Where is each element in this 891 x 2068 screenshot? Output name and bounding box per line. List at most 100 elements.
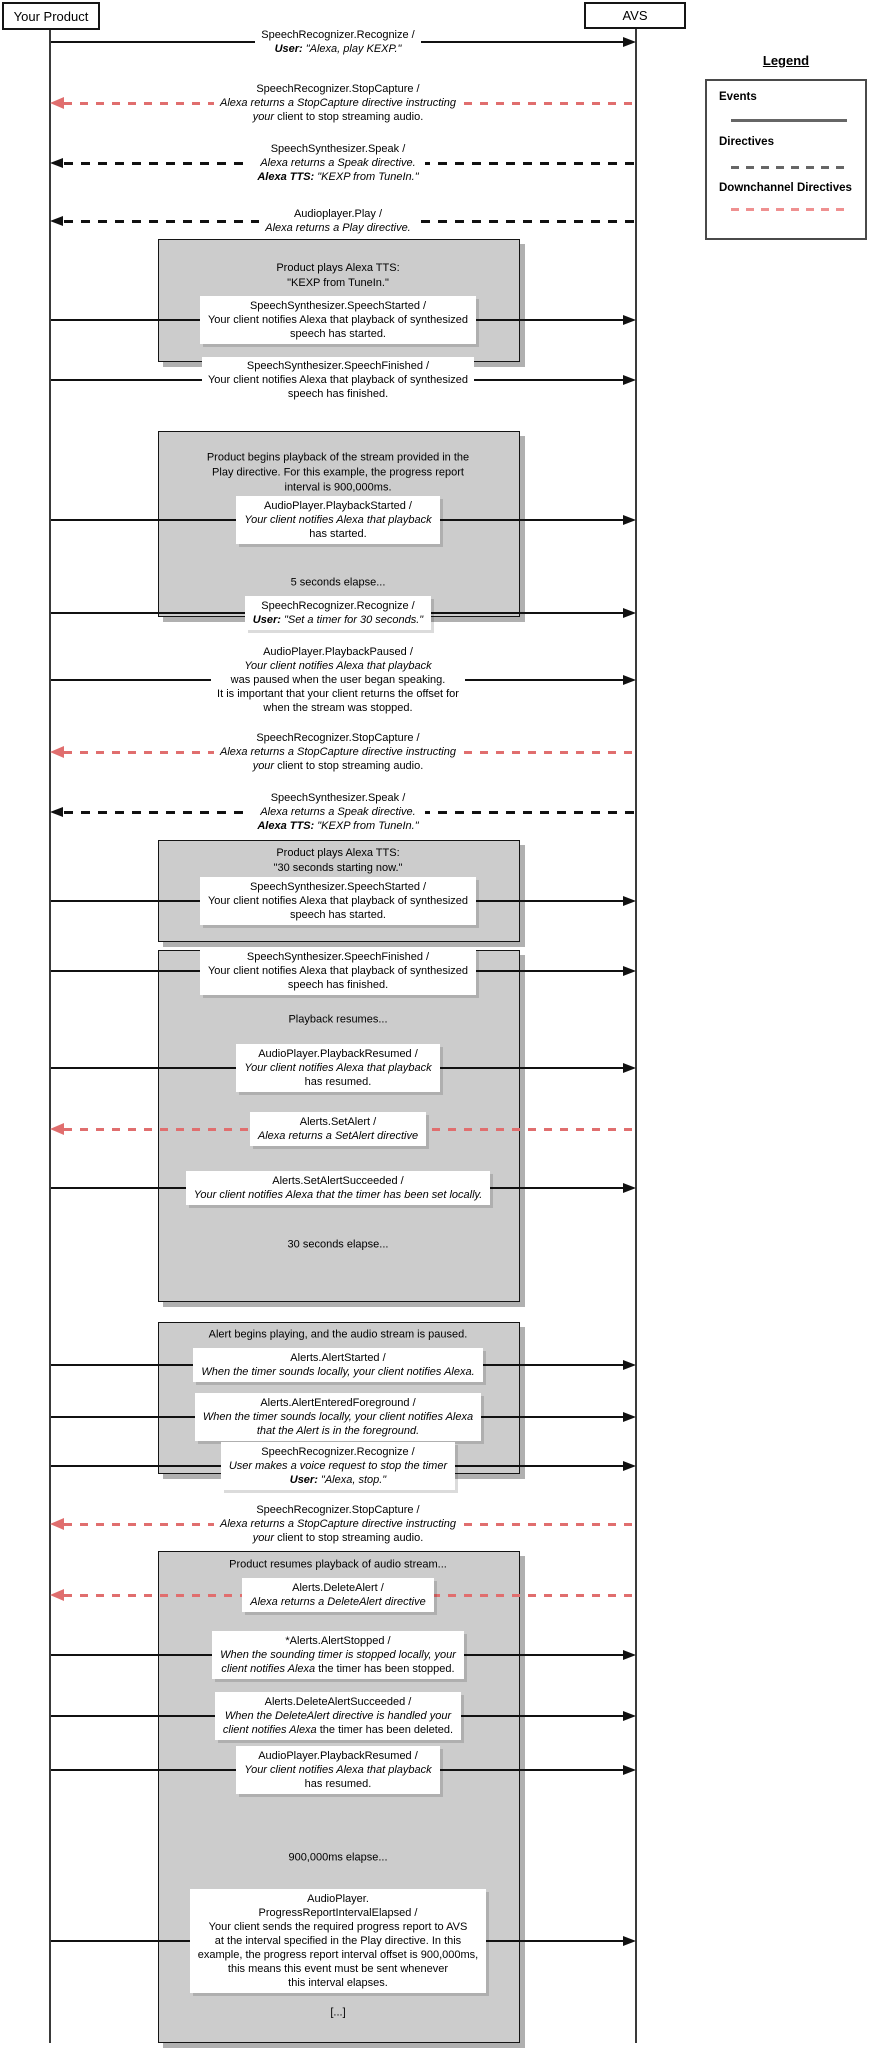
message-line: Your client notifies Alexa that playback	[244, 513, 431, 527]
note-line: interval is 900,000ms.	[284, 481, 392, 494]
message-text-segment: SpeechRecognizer.Recognize /	[261, 29, 415, 41]
message-line: SpeechRecognizer.Recognize /	[261, 28, 414, 42]
message-text-segment: this means this event must be sent whene…	[227, 1963, 449, 1975]
speechsynthesizer-speechfinished-1: SpeechSynthesizer.SpeechFinished /Your c…	[173, 357, 503, 403]
note-line: Product begins playback of the stream pr…	[206, 451, 470, 464]
speechrecognizer-stopcapture-3-arrowhead	[50, 1518, 64, 1530]
message-line: speech has finished.	[208, 387, 468, 401]
message-text-segment: SpeechRecognizer.StopCapture /	[256, 83, 420, 95]
audioplayer-playbackresumed-1-arrowhead	[623, 1063, 636, 1073]
message-line: SpeechRecognizer.StopCapture /	[220, 731, 456, 745]
message-text-segment: speech has finished.	[287, 388, 389, 400]
message-line: was paused when the user began speaking.	[217, 673, 459, 687]
legend-line-directives	[731, 166, 847, 169]
message-text-segment: SpeechSynthesizer.SpeechFinished /	[246, 360, 430, 372]
speechrecognizer-recognize-set-timer: SpeechRecognizer.Recognize /User: "Set a…	[173, 596, 503, 630]
message-text-segment: Audioplayer.Play /	[293, 208, 383, 220]
message-line: Your client sends the required progress …	[198, 1920, 478, 1934]
message-line: SpeechSynthesizer.SpeechStarted /	[208, 880, 468, 894]
message-label: SpeechRecognizer.Recognize / User makes a…	[220, 1442, 456, 1490]
message-label: AudioPlayer.ProgressReportIntervalElapse…	[189, 1889, 487, 1993]
message-text-segment: Alerts.AlertStarted /	[290, 1352, 386, 1364]
message-text-segment: SpeechSynthesizer.Speak /	[270, 792, 406, 804]
message-text-segment: AudioPlayer.PlaybackResumed /	[258, 1750, 418, 1762]
actor-your-product-label: Your Product	[13, 8, 89, 24]
speechsynthesizer-speechstarted-1: SpeechSynthesizer.SpeechStarted /Your cl…	[173, 296, 503, 344]
audioplayer-progressreportintervalelapsed-arrowhead	[623, 1936, 636, 1946]
message-text-segment: speech has finished.	[287, 979, 389, 991]
message-line: that the Alert is in the foreground.	[203, 1424, 473, 1438]
message-label: Alerts.AlertStarted /When the timer soun…	[193, 1348, 483, 1382]
message-line: User: "Set a timer for 30 seconds."	[253, 613, 423, 627]
actor-your-product: Your Product	[2, 2, 100, 30]
message-text-segment: User:	[289, 1474, 318, 1486]
message-text-segment: "Alexa, stop."	[317, 1474, 387, 1486]
alerts-deletealert: Alerts.DeleteAlert /Alexa returns a Dele…	[173, 1578, 503, 1612]
message-line: speech has started.	[208, 908, 468, 922]
speechsynthesizer-speak-2: SpeechSynthesizer.Speak / Alexa returns a…	[173, 789, 503, 835]
message-line: Alerts.SetAlertSucceeded /	[194, 1174, 483, 1188]
message-label: Alerts.AlertEnteredForeground /When the …	[194, 1393, 482, 1441]
alerts-deletealert-arrowhead	[50, 1589, 64, 1601]
message-line: It is important that your client returns…	[217, 687, 459, 701]
legend-box: Events Directives Downchannel Directives	[705, 79, 867, 240]
message-text-segment: client notifies Alexa	[222, 1724, 317, 1736]
alerts-deletealertsucceeded: Alerts.DeleteAlertSucceeded /When the De…	[173, 1692, 503, 1740]
message-label: Alerts.SetAlert /Alexa returns a SetAler…	[249, 1112, 427, 1146]
message-label: *Alerts.AlertStopped /When the sounding …	[212, 1631, 464, 1679]
message-line: Alexa TTS: "KEXP from TuneIn."	[257, 170, 418, 184]
message-line: When the sounding timer is stopped local…	[220, 1648, 456, 1662]
alerts-alertstopped: *Alerts.AlertStopped /When the sounding …	[173, 1631, 503, 1679]
message-line: SpeechRecognizer.StopCapture /	[220, 82, 456, 96]
message-label: AudioPlayer.PlaybackStarted /Your client…	[236, 496, 440, 544]
message-text-segment: SpeechRecognizer.StopCapture /	[256, 732, 420, 744]
note-product-begins-playback: Product begins playback of the stream pr…	[158, 451, 518, 496]
message-text-segment: "Set a timer for 30 seconds."	[280, 614, 424, 626]
message-text-segment: Alexa returns a Speak directive.	[260, 806, 416, 818]
message-text-segment: User:	[274, 43, 303, 55]
speechsynthesizer-speechstarted-2-arrowhead	[623, 896, 636, 906]
actor-avs-label: AVS	[622, 8, 648, 23]
message-line: client notifies Alexa the timer has been…	[220, 1662, 456, 1676]
legend-label-downchannel-directives: Downchannel Directives	[719, 182, 852, 194]
message-line: SpeechRecognizer.StopCapture /	[220, 1503, 456, 1517]
message-line: your client to stop streaming audio.	[220, 1531, 456, 1545]
message-line: *Alerts.AlertStopped /	[220, 1634, 456, 1648]
message-line: Your client notifies Alexa that playback…	[208, 894, 468, 908]
message-line: has resumed.	[244, 1075, 431, 1089]
message-line: SpeechSynthesizer.Speak /	[257, 791, 418, 805]
message-line: Your client notifies Alexa that playback…	[208, 313, 468, 327]
alerts-alertstarted: Alerts.AlertStarted /When the timer soun…	[173, 1348, 503, 1382]
message-label: SpeechSynthesizer.SpeechFinished /Your c…	[201, 357, 475, 403]
speechrecognizer-stopcapture-1-arrowhead	[50, 97, 64, 109]
message-text-segment: When the sounding timer is stopped local…	[220, 1649, 456, 1661]
message-line: has resumed.	[244, 1777, 431, 1791]
message-line: Alerts.DeleteAlertSucceeded /	[223, 1695, 453, 1709]
message-line: ProgressReportIntervalElapsed /	[198, 1906, 478, 1920]
message-line: User: "Alexa, stop."	[229, 1473, 447, 1487]
message-text-segment: AudioPlayer.PlaybackResumed /	[258, 1048, 418, 1060]
note-ellipsis: [...]	[158, 2006, 518, 2021]
message-line: SpeechRecognizer.Recognize /	[253, 599, 423, 613]
speechrecognizer-recognize-set-timer-arrowhead	[623, 608, 636, 618]
audioplayer-playbackstarted: AudioPlayer.PlaybackStarted /Your client…	[173, 496, 503, 544]
message-text-segment: Your client sends the required progress …	[208, 1921, 468, 1933]
audioplayer-playbackstarted-arrowhead	[623, 515, 636, 525]
message-label: Alerts.DeleteAlert /Alexa returns a Dele…	[242, 1578, 434, 1612]
message-text-segment: SpeechRecognizer.Recognize /	[261, 1446, 415, 1458]
message-line: AudioPlayer.PlaybackResumed /	[244, 1047, 431, 1061]
speechsynthesizer-speak-1: SpeechSynthesizer.Speak /Alexa returns a…	[173, 140, 503, 186]
alerts-setalertsucceeded-arrowhead	[623, 1183, 636, 1193]
message-text-segment: speech has started.	[289, 328, 386, 340]
message-label: AudioPlayer.PlaybackResumed /Your client…	[236, 1044, 440, 1092]
message-label: Alerts.DeleteAlertSucceeded /When the De…	[214, 1692, 462, 1740]
legend-title: Legend	[762, 53, 810, 68]
note-alert-begins-playing: Alert begins playing, and the audio stre…	[158, 1328, 518, 1343]
message-text-segment: when the stream was stopped.	[263, 702, 413, 714]
message-text-segment: Your client notifies Alexa that playback…	[207, 314, 469, 326]
message-line: Alexa returns a Speak directive.	[257, 156, 418, 170]
message-text-segment: User makes a voice request to stop the t…	[228, 1460, 448, 1472]
message-line: AudioPlayer.PlaybackResumed /	[244, 1749, 431, 1763]
speechsynthesizer-speechstarted-2: SpeechSynthesizer.SpeechStarted /Your cl…	[173, 877, 503, 925]
message-line: speech has finished.	[208, 978, 468, 992]
